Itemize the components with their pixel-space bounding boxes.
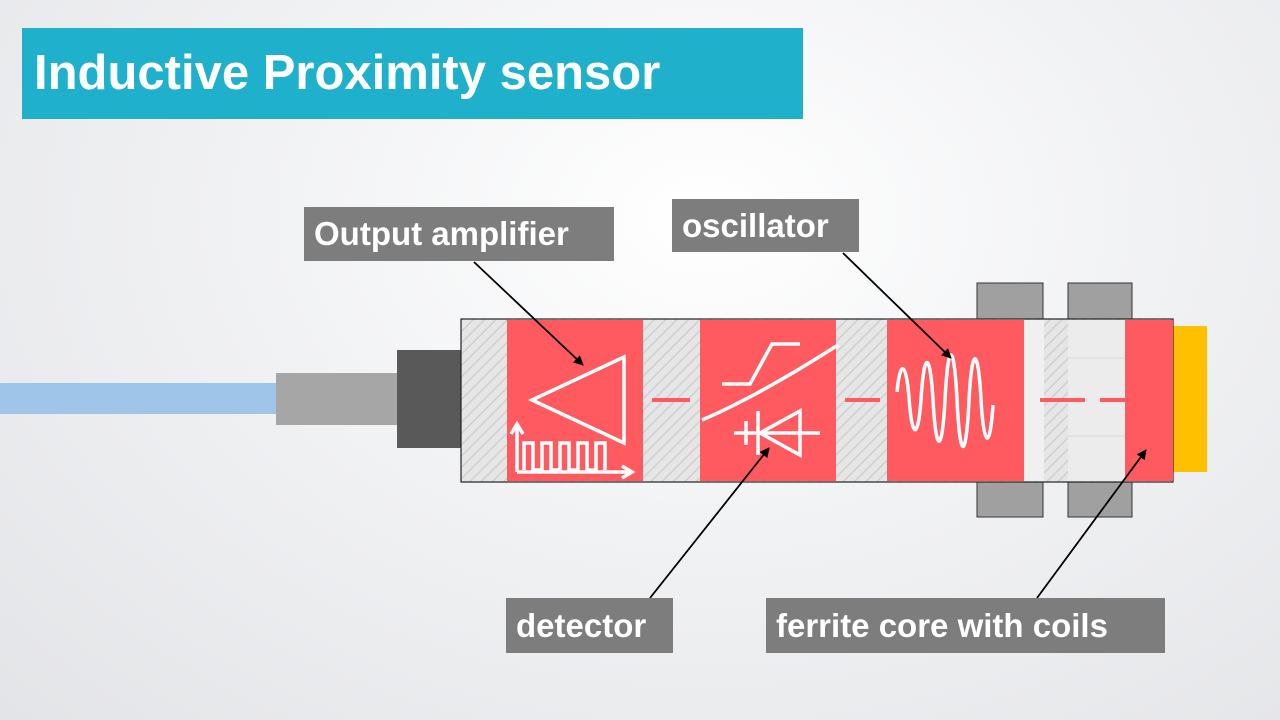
cable-sleeve (276, 373, 400, 425)
detector-symbol (701, 342, 839, 458)
sensor-face (1173, 326, 1207, 472)
oscillator-wave (895, 353, 995, 449)
amplifier-leader (473, 261, 584, 366)
page-title: Inductive Proximity sensor (22, 28, 803, 119)
detector-label: detector (506, 598, 673, 653)
ferrite-leader (1036, 449, 1147, 599)
ferrite-core-block (1125, 320, 1173, 481)
cable-gland (397, 350, 463, 448)
cable (0, 383, 280, 414)
light-strip (1024, 320, 1044, 481)
ferrite-core-label: ferrite core with coils (766, 598, 1165, 653)
nut-top-1 (976, 282, 1044, 320)
output-amplifier-label: Output amplifier (304, 207, 614, 261)
oscillator-leader (842, 252, 952, 359)
oscillator-label: oscillator (672, 199, 859, 252)
nut-top-2 (1067, 282, 1133, 320)
nut-bottom-1 (976, 481, 1044, 518)
amplifier-symbol (509, 354, 636, 480)
detector-block (700, 320, 836, 481)
detector-leader (649, 447, 770, 599)
